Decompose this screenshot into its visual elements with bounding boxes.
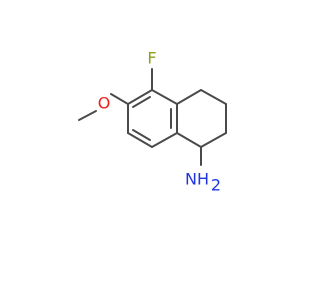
- bond-c2-c1: [200, 132, 227, 148]
- molecule-diagram: F O NH 2: [78, 49, 227, 195]
- molecule-structure-canvas: F O NH 2: [78, 48, 227, 195]
- amine-label: NH: [185, 170, 209, 189]
- double-bond-c7-c8: [132, 129, 151, 141]
- bond-c5-c6: [127, 89, 153, 105]
- amine-subscript: 2: [211, 176, 221, 195]
- bond-c7-c8: [127, 132, 153, 148]
- bond-c4-c3: [200, 89, 227, 105]
- bond-oxygen-methyl: [78, 110, 97, 121]
- double-bond-c5-c6: [132, 96, 151, 108]
- bond-c1-c8a: [176, 132, 202, 148]
- bond-c4a-c4: [176, 89, 202, 105]
- oxygen-label: O: [98, 94, 111, 113]
- fluorine-label: F: [147, 49, 156, 68]
- bond-c8-c8a: [151, 132, 178, 148]
- bond-c6-oxygen: [110, 93, 129, 105]
- bond-c4a-c5: [151, 89, 178, 105]
